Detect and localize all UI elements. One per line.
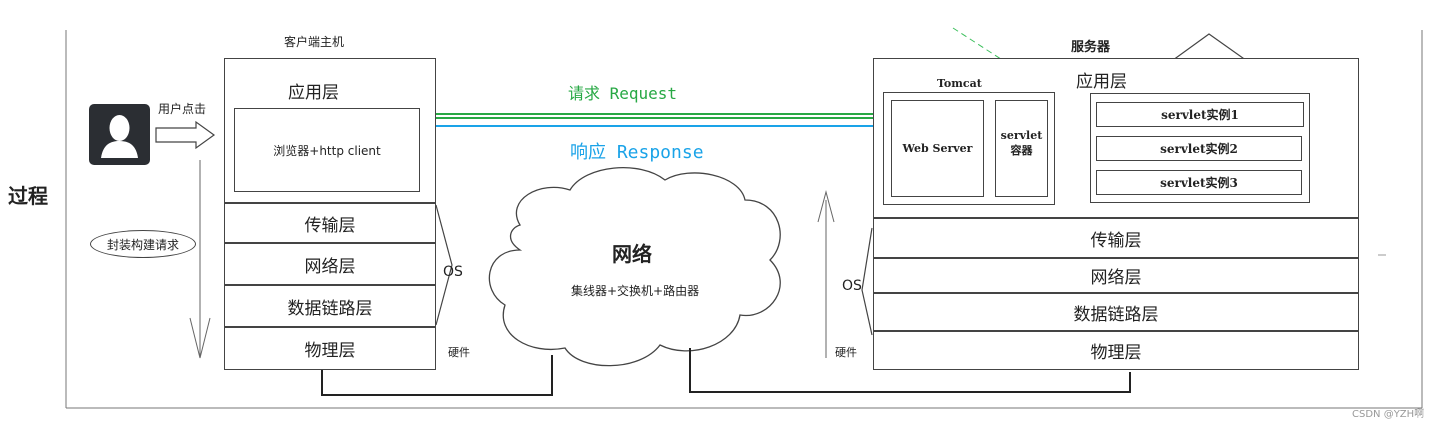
server-title: 服务器 xyxy=(1071,40,1111,55)
browser-label: 浏览器+http client xyxy=(273,143,381,158)
client-datalink-layer: 数据链路层 xyxy=(224,285,436,327)
client-physical-layer: 物理层 xyxy=(224,327,436,370)
browser-box: 浏览器+http client xyxy=(234,108,420,192)
client-hardware-label: 硬件 xyxy=(448,346,470,359)
client-os-brace xyxy=(435,204,453,326)
server-net-cable xyxy=(689,348,1131,393)
client-network-layer: 网络层 xyxy=(224,243,436,285)
watermark: CSDN @YZH啊 xyxy=(1352,409,1425,420)
response-label: 响应 Response xyxy=(570,142,704,163)
user-avatar-icon xyxy=(89,104,150,165)
client-title: 客户端主机 xyxy=(284,35,345,49)
request-label: 请求 Request xyxy=(568,84,678,103)
servlet-instance-3: servlet实例3 xyxy=(1096,170,1302,195)
user-click-arrow xyxy=(155,120,216,150)
network-title: 网络 xyxy=(612,242,652,266)
client-transport-layer: 传输层 xyxy=(224,203,436,243)
process-label: 过程 xyxy=(8,184,48,208)
client-os-label: OS xyxy=(443,264,463,280)
server-os-label: OS xyxy=(842,278,862,294)
client-net-cable xyxy=(321,355,553,396)
network-devices-label: 集线器+交换机+路由器 xyxy=(571,284,700,298)
servlet-container-label-2: 容器 xyxy=(1010,144,1033,157)
server-up-arrow-head xyxy=(817,190,835,223)
tomcat-label: Tomcat xyxy=(937,77,982,90)
servlet-instance-2: servlet实例2 xyxy=(1096,136,1302,161)
user-click-label: 用户点击 xyxy=(158,102,207,116)
client-app-layer-label: 应用层 xyxy=(288,83,339,103)
server-physical-layer: 物理层 xyxy=(873,331,1359,370)
server-network-layer: 网络层 xyxy=(873,258,1359,293)
web-server-box: Web Server xyxy=(891,100,984,197)
server-os-brace xyxy=(861,227,873,336)
server-app-layer-label: 应用层 xyxy=(1076,72,1127,92)
web-server-label: Web Server xyxy=(902,142,973,155)
server-datalink-layer: 数据链路层 xyxy=(873,293,1359,331)
server-hardware-label: 硬件 xyxy=(835,346,857,359)
server-transport-layer: 传输层 xyxy=(873,218,1359,258)
servlet-instance-1: servlet实例1 xyxy=(1096,102,1304,127)
client-down-arrow-head xyxy=(189,317,211,359)
encapsulate-request-label: 封装构建请求 xyxy=(106,237,179,252)
servlet-container-label-1: servlet xyxy=(1000,129,1043,142)
servlet-container-box: servlet 容器 xyxy=(995,100,1048,197)
encapsulate-request-oval: 封装构建请求 xyxy=(90,230,196,258)
network-cloud xyxy=(488,167,781,367)
